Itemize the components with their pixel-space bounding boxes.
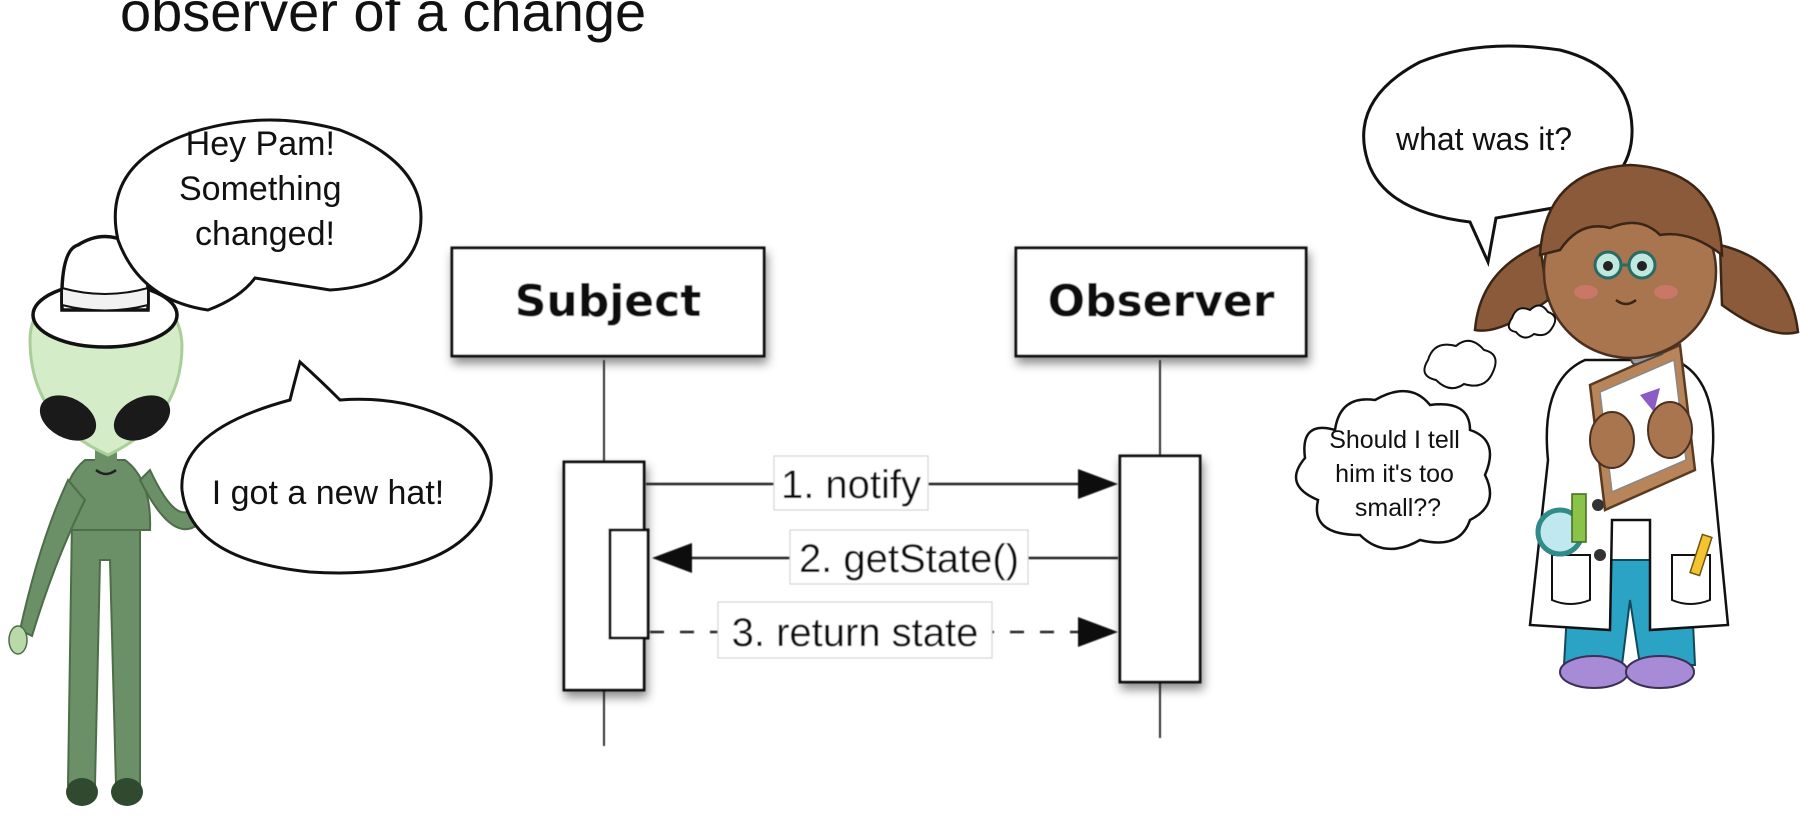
svg-text:Should I tell him it's t: Should I tell him it's too small??	[1329, 426, 1467, 522]
alien-bubble2-text: I got a new hat!	[212, 474, 445, 512]
alien-bubble1-line2: Something	[179, 170, 342, 208]
message-return-state: 3. return state	[650, 601, 1118, 659]
scientist-figure	[1473, 163, 1800, 689]
sequence-diagram: Subject Observer 1. notify 2. getState()	[450, 246, 1308, 746]
observer-participant-box	[1014, 246, 1308, 358]
message-notify: 1. notify	[646, 455, 1118, 511]
subject-nested-activation	[608, 528, 650, 640]
message-getstate: 2. getState()	[652, 529, 1118, 585]
thought-line2: him it's too	[1335, 460, 1454, 488]
observer-label: Observer	[1048, 276, 1275, 327]
alien-speech-bubble-1: Hey Pam! Something changed!	[113, 118, 423, 312]
alien-bubble1-line1: Hey Pam!	[186, 125, 335, 163]
thought-puff-small	[1507, 304, 1557, 339]
thought-line3: small??	[1355, 494, 1441, 522]
message-notify-label: 1. notify	[781, 463, 921, 507]
thought-cloud	[1294, 389, 1492, 551]
thought-line1: Should I tell	[1329, 426, 1460, 454]
scientist-speech-bubble: what was it?	[1362, 44, 1634, 268]
scientist-speech-text: what was it?	[1395, 121, 1572, 157]
message-return-state-label: 3. return state	[732, 611, 979, 655]
observer-activation	[1118, 454, 1202, 684]
alien-bubble1-line3: changed!	[195, 215, 335, 253]
subject-participant-box	[450, 246, 766, 358]
alien-speech-bubble-2: I got a new hat!	[180, 359, 493, 575]
thought-puff-medium	[1423, 339, 1497, 390]
subject-label: Subject	[515, 276, 702, 327]
page-heading: observer of a change	[120, 0, 647, 43]
message-getstate-label: 2. getState()	[799, 537, 1019, 581]
scientist-thought-bubble: Should I tell him it's too small??	[1294, 304, 1557, 551]
svg-text:Hey Pam! Something: Hey Pam! Something changed!	[179, 125, 351, 253]
alien-figure	[8, 234, 223, 806]
